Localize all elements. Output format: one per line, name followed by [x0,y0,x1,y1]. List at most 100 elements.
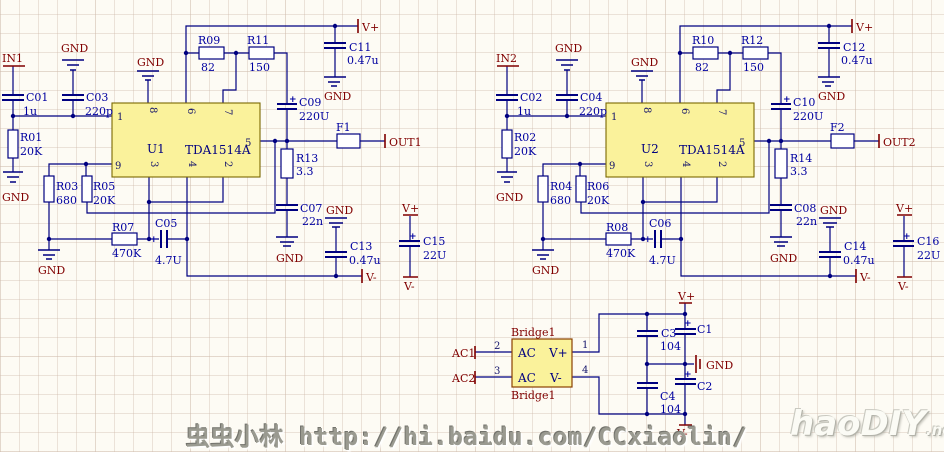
c-hf-value: 220p [85,105,113,118]
c4-designator: C4 [660,390,675,403]
watermark-author-url: 虫虫小林 http://hi.baidu.com/CCxiaolin/ [186,423,748,451]
pin-number-5: 5 [739,138,745,149]
bridge-junction-dots [644,311,688,417]
vminus-label: V- [859,271,871,284]
bridge-pin-2: 2 [494,341,500,352]
r-out-designator: R13 [296,152,318,165]
pin-number-1: 1 [611,112,617,123]
r-top1-value: 82 [201,61,215,74]
ic-part-number: TDA1514A [185,143,251,157]
c-fb-value: 4.7U [649,254,676,267]
bridge-pin-1: 1 [582,340,588,351]
c-vp-value: 0.47u [841,54,873,67]
pin-number-9: 9 [115,161,121,172]
pin-number-7: 7 [716,109,727,115]
c3-value: 104 [660,340,681,353]
r-out-value: 3.3 [790,165,808,178]
c-in-designator: C02 [520,91,542,104]
c1-designator: C1 [697,323,712,336]
vminus-label: V- [403,280,415,293]
channel-2: IN2 C02 1u R02 20K GND C04 220p GND GND … [495,18,940,293]
r-in-value: 20K [514,145,537,158]
r-in-value: 20K [20,145,43,158]
vminus-label: V- [897,280,909,293]
pin-number-7: 7 [222,109,233,115]
c-fb-designator: C06 [649,217,671,230]
gnd-label: GND [326,204,353,217]
bridge-designator-bottom: Bridge1 [511,389,555,402]
c3-designator: C3 [661,327,676,340]
pin-number-1: 1 [117,112,123,123]
bridge-pin-3: 3 [494,366,500,377]
r-g1-designator: R04 [550,180,572,193]
gnd-label: GND [496,191,523,204]
r-in-designator: R02 [514,131,536,144]
c2-designator: C2 [697,380,712,393]
output-port-label: OUT1 [389,136,422,149]
c-out-designator: C07 [300,202,322,215]
c-rail-designator: C15 [423,235,445,248]
c-hf-designator: C03 [86,91,108,104]
r-g2-designator: R05 [93,180,115,193]
bridge-ac-bottom-label: AC [517,371,536,385]
c-rail-designator: C16 [917,235,939,248]
vplus-label: V+ [361,21,379,34]
ac1-port-label: AC1 [451,347,475,360]
gnd-label: GND [276,252,303,265]
bridge-port-bars [474,302,701,426]
r-g2-designator: R06 [587,180,609,193]
c-vp-designator: C12 [843,41,865,54]
c-hf-designator: C04 [580,91,602,104]
vminus-label: V- [365,271,377,284]
gnd-label: GND [61,42,88,55]
r-in-designator: R01 [20,131,42,144]
c-fb-designator: C05 [155,217,177,230]
c-in-value: 1u [517,105,531,118]
vplus-label: V+ [677,290,695,303]
pin-number-4: 4 [680,161,691,167]
c-vm-designator: C14 [844,240,866,253]
c-out-value: 22n [796,215,817,228]
bridge-cap-plates [637,328,696,389]
pin-number-4: 4 [186,161,197,167]
bridge-designator-top: Bridge1 [511,326,555,339]
r-out-value: 3.3 [296,165,314,178]
gnd-label: GND [631,56,658,69]
polarity-plus: + [409,232,417,242]
ic-designator: U1 [147,142,165,156]
haodiy-logo-suffix: .net [926,421,944,439]
polarity-plus: + [684,370,692,380]
c-out-designator: C08 [794,202,816,215]
pin-number-3: 3 [642,161,653,167]
r-g1-value: 680 [56,194,77,207]
polarity-plus: + [783,95,791,105]
haodiy-logo: haoDIY.net [790,404,944,444]
r-fb-designator: R07 [112,221,134,234]
bridge-wires [475,303,694,425]
polarity-plus: + [289,95,297,105]
gnd-label: GND [770,252,797,265]
c-boot-designator: C10 [793,96,815,109]
bridge-pin-4: 4 [582,365,588,376]
haodiy-logo-main: haoDIY [790,404,926,444]
r-top2-designator: R11 [247,34,269,47]
c-boot-value: 220U [299,110,329,123]
polarity-plus: + [903,232,911,242]
bridge-section: Bridge1 Bridge1 AC1 AC2 2 3 1 4 AC V+ AC… [451,290,733,440]
r-top1-designator: R09 [198,34,220,47]
c4-value: 104 [660,403,681,416]
r-g2-value: 20K [587,194,610,207]
gnd-label: GND [555,42,582,55]
c-boot-designator: C09 [299,96,321,109]
vplus-label: V+ [855,21,873,34]
r-g2-value: 20K [93,194,116,207]
pin-number-8: 8 [641,107,652,113]
pin-number-5: 5 [245,138,251,149]
ac2-port-label: AC2 [451,372,475,385]
bridge-vplus-pin-label: V+ [548,346,568,360]
output-port-label: OUT2 [883,136,916,149]
gnd-label: GND [706,359,733,372]
r-top2-value: 150 [249,61,270,74]
c-hf-value: 220p [579,105,607,118]
